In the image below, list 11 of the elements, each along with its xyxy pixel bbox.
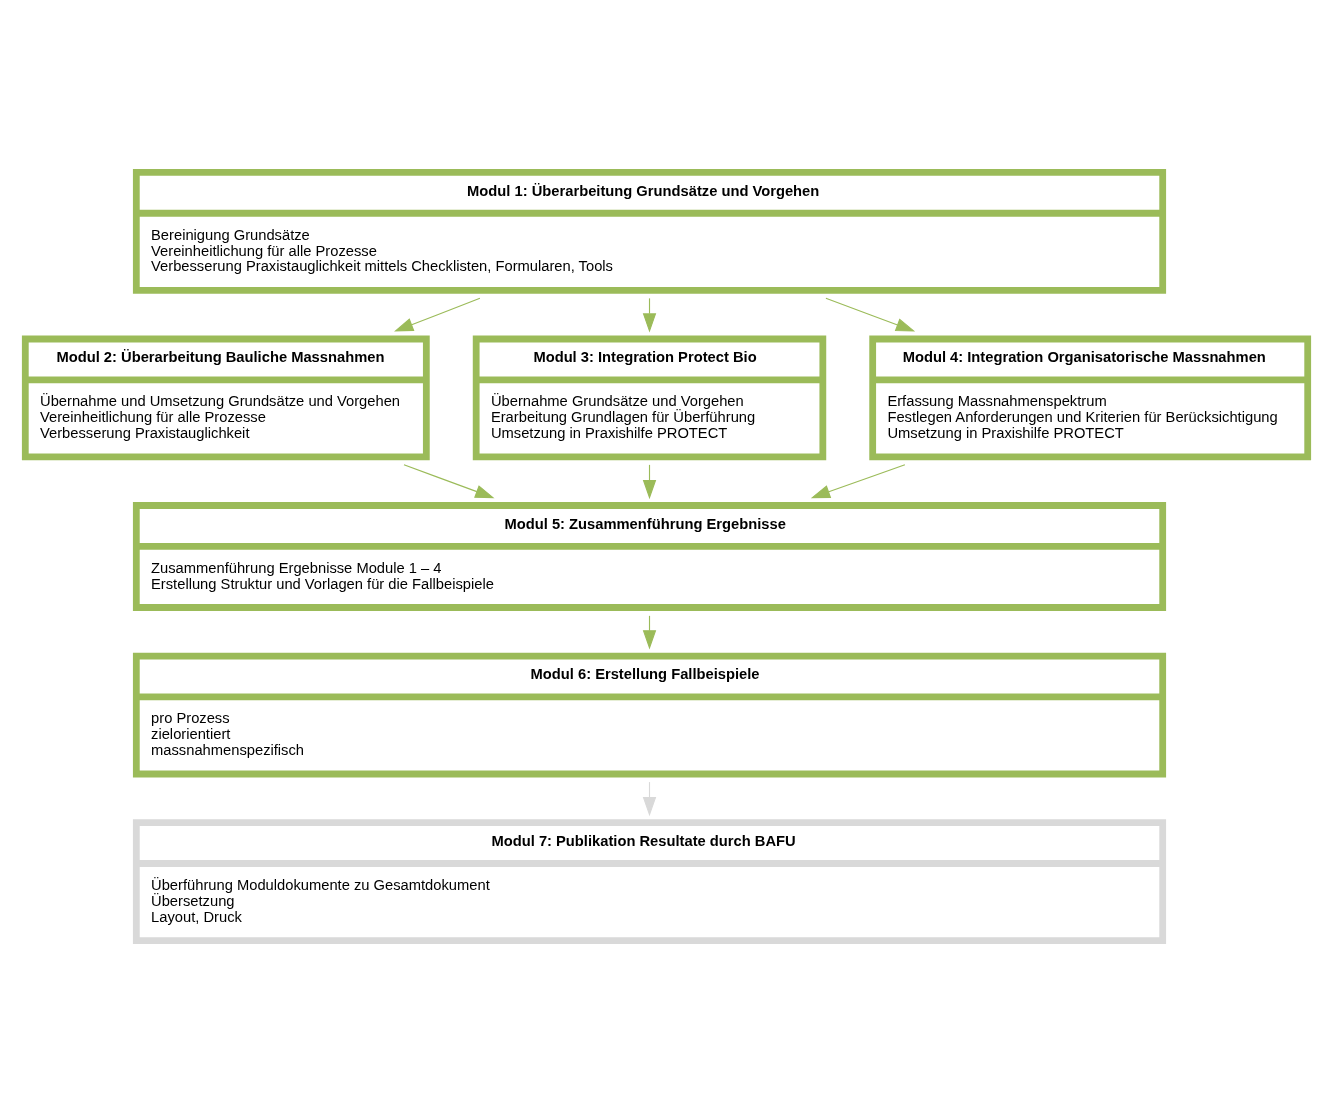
node-box: Modul 7: Publikation Resultate durch BAFU Überführung Moduldokumente zu Gesamtdokument Übersetzung Layout, Druck <box>132 819 1167 944</box>
arrow <box>825 297 916 332</box>
node-box: Modul 3: Integration Protect Bio Übernahme Grundsätze und Vorgehen Erarbeitung Grundlagen für Überführung Umsetzung in Praxishilfe PROTECT <box>472 335 827 461</box>
arrow <box>810 464 906 499</box>
arrow <box>403 464 495 499</box>
node-box: Modul 5: Zusammenführung Ergebnisse Zusammenführung Ergebnisse Module 1 – 4 Erstellung Struktur und Vorlagen für die Fallbeispiele <box>132 502 1167 611</box>
node-box: Modul 4: Integration Organisatorische Massnahmen Erfassung Massnahmenspektrum Festlegen Anforderungen und Kriterien für Berücksichtigung Umsetzung in Praxishilfe PROTECT <box>869 335 1312 461</box>
arrow <box>394 297 481 332</box>
node-box: Modul 2: Überarbeitung Bauliche Massnahmen Übernahme und Umsetzung Grundsätze und Vorgehen Vereinheitlichung für alle Prozesse Verbesserung Praxistauglichkeit <box>21 335 430 461</box>
node-box: Modul 6: Erstellung Fallbeispiele pro Prozess zielorientiert massnahmenspezifisch <box>132 652 1167 778</box>
node-box: Modul 1: Überarbeitung Grundsätze und Vorgehen Bereinigung Grundsätze Vereinheitlichung für alle Prozesse Verbesserung Praxistauglichkeit mittels Checklisten, Formularen, Tools <box>132 169 1167 294</box>
